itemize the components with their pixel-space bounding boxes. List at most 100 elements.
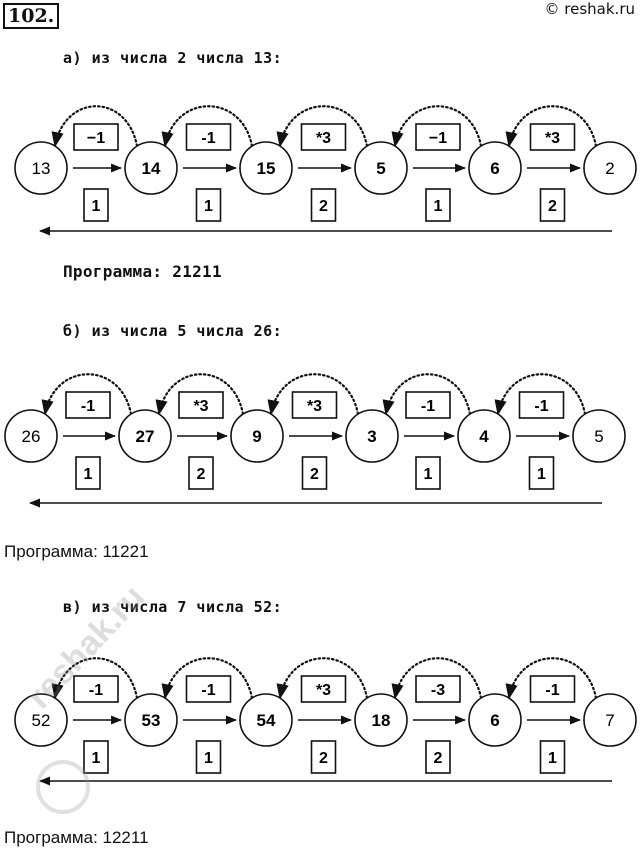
dotted-return-arrow [267,373,360,416]
code-box [83,188,109,222]
number-node-label: 15 [257,159,276,178]
number-node [124,141,178,195]
number-node-label: 27 [136,427,155,446]
code-label: 2 [319,198,328,215]
code-label: 1 [434,198,443,215]
number-node-label: 14 [142,159,161,178]
number-node [457,409,511,463]
number-node-label: 53 [142,711,161,730]
operation-box [185,675,232,703]
number-node [468,693,522,747]
code-box [188,456,214,490]
dotted-return-arrow [161,657,254,700]
operation-label: *3 [316,130,331,147]
number-node-label: 52 [32,711,51,730]
operation-label: *3 [316,682,331,699]
problem-number: 102. [3,3,60,29]
section-c-label: в) из числа 7 числа 52: [63,598,283,616]
number-node-label: 4 [479,427,489,446]
dotted-return-arrow [155,373,245,416]
number-node [239,141,293,195]
number-node [4,409,58,463]
code-box [83,740,109,774]
code-box [425,188,451,222]
number-node [230,409,284,463]
dotted-return-arrow [51,657,139,700]
code-box [528,456,555,490]
operation-label: -3 [431,682,445,699]
watermark-copyright-icon [36,760,90,814]
code-box [425,740,451,774]
operation-label: -1 [201,130,215,147]
dotted-return-arrow [276,657,369,700]
dotted-return-arrow [505,105,598,148]
operation-label: *3 [545,130,560,147]
dotted-return-arrow [391,105,483,148]
code-label: 1 [424,466,433,483]
operation-box [73,675,119,703]
code-box [75,456,101,490]
number-node [354,693,408,747]
operation-label: *3 [193,398,208,415]
code-label: 1 [92,750,101,767]
dotted-return-arrow [391,657,483,700]
operation-box [65,391,111,419]
section-a-label: а) из числа 2 числа 13: [63,49,283,67]
number-node [468,141,522,195]
code-label: 2 [310,466,319,483]
operation-label: −1 [87,130,105,147]
operation-label: -1 [421,398,435,415]
number-node-label: 5 [376,159,385,178]
dotted-return-arrow [494,373,587,416]
operation-label: -1 [545,682,559,699]
code-box [195,740,222,774]
operation-label: -1 [534,398,548,415]
number-node-label: 26 [22,427,41,446]
code-label: 2 [197,466,206,483]
number-node-label: 5 [594,427,603,446]
operation-box [300,675,347,703]
number-node-label: 6 [490,159,499,178]
number-node-label: 13 [32,159,51,178]
operation-box [405,391,451,419]
operation-box [185,123,232,151]
dotted-return-arrow [41,373,133,416]
number-node-label: 9 [252,427,261,446]
code-label: 1 [548,750,557,767]
code-box [195,188,222,222]
number-node [572,409,626,463]
code-box [301,456,328,490]
number-node [345,409,399,463]
operation-box [178,391,224,419]
operation-box [518,391,565,419]
code-label: 1 [537,466,546,483]
code-box [310,188,337,222]
section-b-program: Программа: 11221 [4,542,149,561]
code-label: 1 [204,198,213,215]
code-label: 2 [319,750,328,767]
code-label: 1 [84,466,93,483]
number-node [14,693,68,747]
operation-box [415,675,461,703]
number-node [124,693,178,747]
operation-label: −1 [429,130,447,147]
code-box [539,188,566,222]
operation-label: -1 [201,682,215,699]
section-b-label: б) из числа 5 числа 26: [63,322,283,340]
number-node [14,141,68,195]
code-box [415,456,441,490]
code-box [539,740,566,774]
number-node-label: 2 [605,159,614,178]
number-node-label: 6 [490,711,499,730]
number-node-label: 54 [257,711,276,730]
copyright-notice: © reshak.ru [544,0,635,18]
dotted-return-arrow [505,657,598,700]
operation-box [529,675,576,703]
number-node [354,141,408,195]
number-node-label: 3 [367,427,376,446]
number-node-label: 18 [372,711,391,730]
dotted-return-arrow [161,105,254,148]
